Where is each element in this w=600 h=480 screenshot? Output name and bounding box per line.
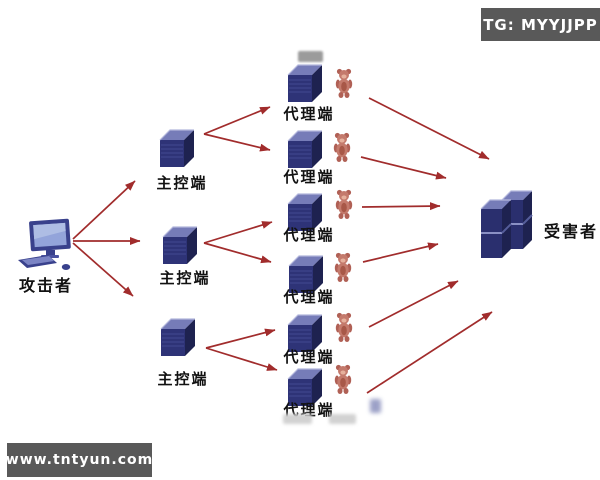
arrow-master-3-to-agent-6	[205, 347, 278, 371]
master-node-1	[159, 129, 195, 168]
arrow-master-1-to-agent-1	[203, 106, 271, 135]
master-1-label: 主控端	[156, 174, 208, 192]
zombie-figure-icon	[333, 132, 351, 162]
arrow-agent-2-to-victim	[360, 156, 447, 180]
agent-1-label: 代理端	[283, 105, 335, 123]
watermark-smudge	[283, 414, 312, 424]
zombie-figure-icon	[335, 68, 353, 98]
master-node-2	[162, 226, 198, 265]
telegram-watermark-badge: TG: MYYJJPP	[481, 8, 600, 41]
agent-node-1	[287, 64, 323, 103]
agent-node-2	[287, 130, 323, 169]
attacker-label: 攻击者	[18, 276, 73, 295]
watermark-smudge	[329, 414, 356, 424]
arrow-agent-5-to-victim	[368, 280, 459, 328]
watermark-smudge	[370, 399, 381, 413]
arrow-master-1-to-agent-2	[203, 133, 271, 152]
arrow-master-3-to-agent-5	[205, 328, 276, 349]
watermark-smudge	[298, 51, 323, 62]
victim-label: 受害者	[543, 222, 598, 241]
agent-4-label: 代理端	[283, 288, 335, 306]
agent-3-label: 代理端	[283, 226, 335, 244]
master-3-label: 主控端	[157, 370, 209, 388]
arrow-master-2-to-agent-3	[203, 221, 273, 244]
arrow-attacker-to-master-3	[72, 242, 134, 297]
server-stack-icon	[480, 190, 533, 259]
arrow-agent-6-to-victim	[366, 311, 493, 394]
zombie-figure-icon	[335, 189, 353, 219]
master-2-label: 主控端	[159, 269, 211, 287]
zombie-figure-icon	[334, 364, 352, 394]
zombie-figure-icon	[335, 312, 353, 342]
arrow-agent-4-to-victim	[362, 242, 439, 263]
arrow-attacker-to-master-1	[72, 180, 136, 240]
arrow-agent-1-to-victim	[368, 97, 490, 160]
agent-5-label: 代理端	[283, 348, 335, 366]
arrow-master-2-to-agent-4	[203, 242, 272, 264]
arrow-lines	[72, 97, 493, 394]
desktop-computer-icon	[18, 218, 71, 270]
website-watermark-badge: www.tntyun.com	[6, 443, 152, 477]
agent-2-label: 代理端	[283, 168, 335, 186]
master-node-3	[160, 318, 196, 357]
zombie-figure-icon	[334, 252, 352, 282]
arrow-agent-3-to-victim	[361, 202, 441, 211]
